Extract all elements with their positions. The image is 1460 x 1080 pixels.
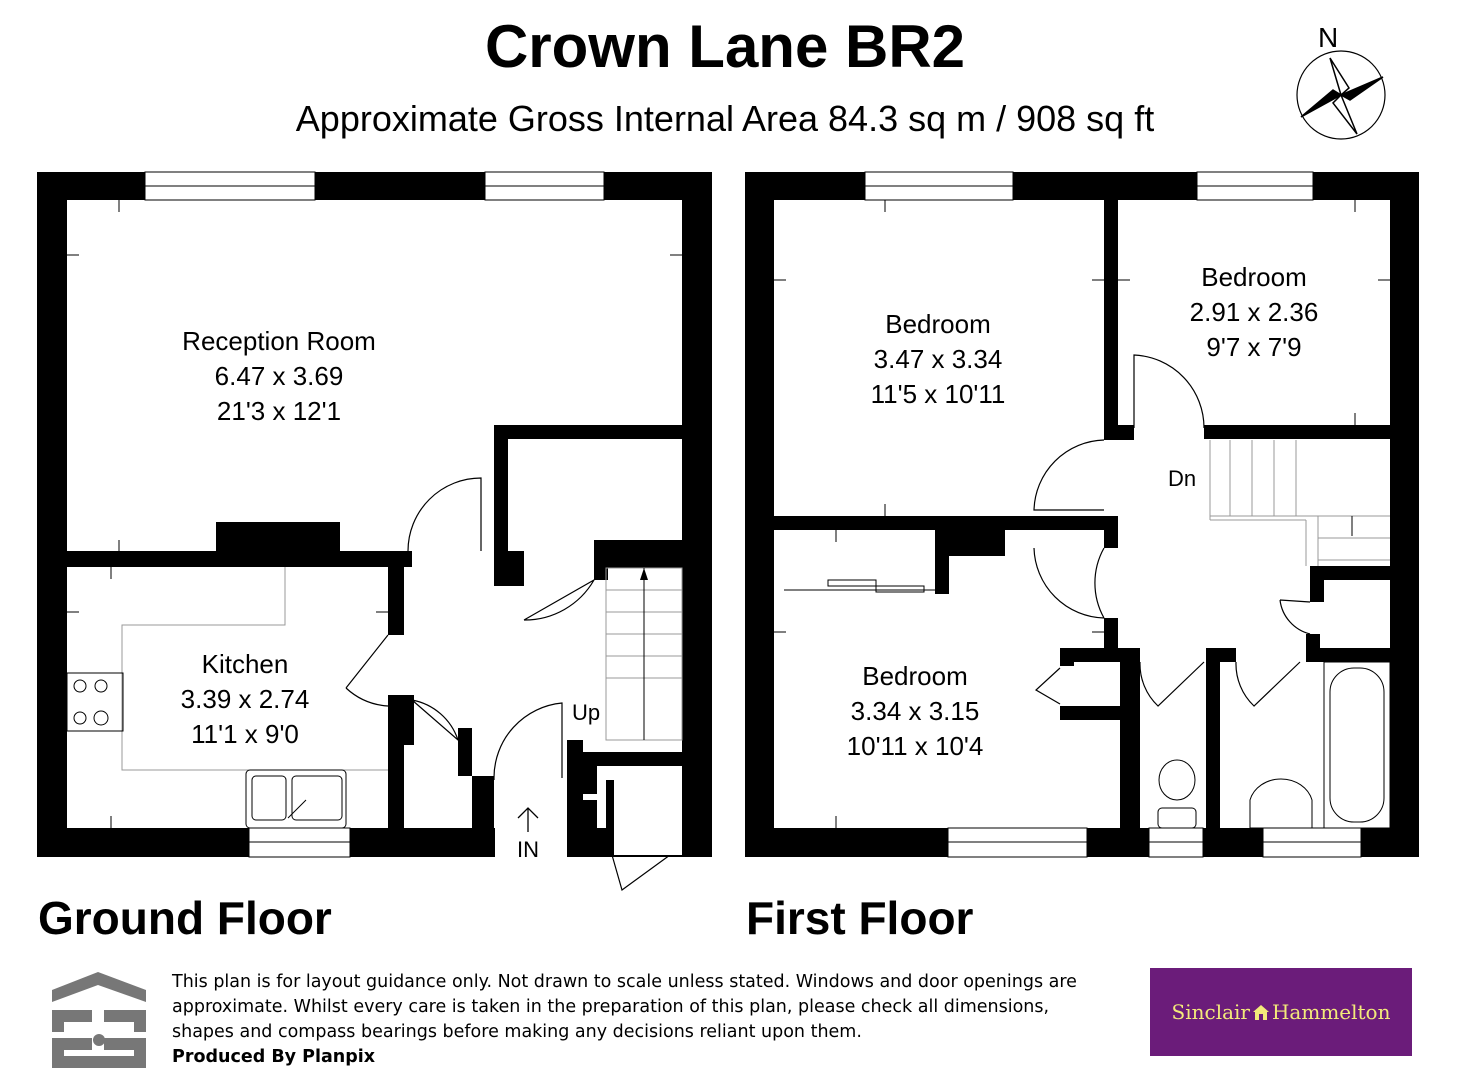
- room-name: Kitchen: [202, 649, 289, 679]
- basin-icon: [1249, 778, 1313, 829]
- disclaimer-text: This plan is for layout guidance only. N…: [172, 970, 1112, 1070]
- staircase: [1209, 440, 1390, 566]
- plan-subtitle: Approximate Gross Internal Area 84.3 sq …: [295, 98, 1155, 139]
- bath-icon: [1323, 661, 1391, 829]
- wardrobe-icon: [784, 579, 935, 593]
- ground-floor-plan: Reception Room 6.47 x 3.69 21'3 x 12'1 K…: [37, 171, 712, 944]
- room-imperial: 10'11 x 10'4: [847, 731, 984, 761]
- disclaimer-body: This plan is for layout guidance only. N…: [172, 972, 1077, 1042]
- room-imperial: 11'1 x 9'0: [191, 719, 299, 749]
- first-floor-plan: Bedroom 3.47 x 3.34 11'5 x 10'11 Bedroom…: [745, 171, 1419, 944]
- room-metric: 2.91 x 2.36: [1190, 297, 1319, 327]
- hob-icon: [66, 672, 124, 732]
- window: [864, 171, 1362, 858]
- floor-label: First Floor: [746, 892, 974, 944]
- toilet-icon: [1157, 759, 1197, 829]
- door-swing: [1033, 354, 1311, 707]
- floor-label: Ground Floor: [38, 892, 332, 944]
- room-imperial: 9'7 x 7'9: [1206, 332, 1301, 362]
- room-metric: 6.47 x 3.69: [215, 361, 344, 391]
- room-name: Reception Room: [182, 326, 376, 356]
- planpix-logo-icon: [52, 972, 146, 1068]
- plan-title: Crown Lane BR2: [484, 13, 966, 80]
- entrance-arrow-icon: [517, 807, 539, 832]
- room-imperial: 11'5 x 10'11: [871, 379, 1006, 409]
- compass-north-label: N: [1318, 22, 1338, 53]
- compass-icon: N: [1296, 22, 1386, 140]
- brand-right: Hammelton: [1271, 1000, 1391, 1024]
- room-name: Bedroom: [885, 309, 991, 339]
- room-imperial: 21'3 x 12'1: [217, 396, 341, 426]
- produced-by: Produced By Planpix: [172, 1047, 376, 1067]
- room-metric: 3.39 x 2.74: [181, 684, 310, 714]
- room-name: Bedroom: [862, 661, 968, 691]
- house-icon: [1252, 1005, 1269, 1020]
- agency-logo: Sinclair Hammelton: [1150, 968, 1412, 1056]
- room-metric: 3.34 x 3.15: [851, 696, 980, 726]
- window: [144, 171, 605, 858]
- brand-left: Sinclair: [1171, 1000, 1250, 1024]
- stairs-up-label: Up: [572, 700, 600, 725]
- dimension-marker: [774, 200, 1390, 828]
- sink-icon: [245, 769, 347, 829]
- staircase: [605, 567, 683, 741]
- room-metric: 3.47 x 3.34: [874, 344, 1003, 374]
- entrance-label: IN: [517, 837, 539, 862]
- stairs-down-label: Dn: [1168, 466, 1196, 491]
- dimension-marker: [67, 200, 682, 828]
- room-name: Bedroom: [1201, 262, 1307, 292]
